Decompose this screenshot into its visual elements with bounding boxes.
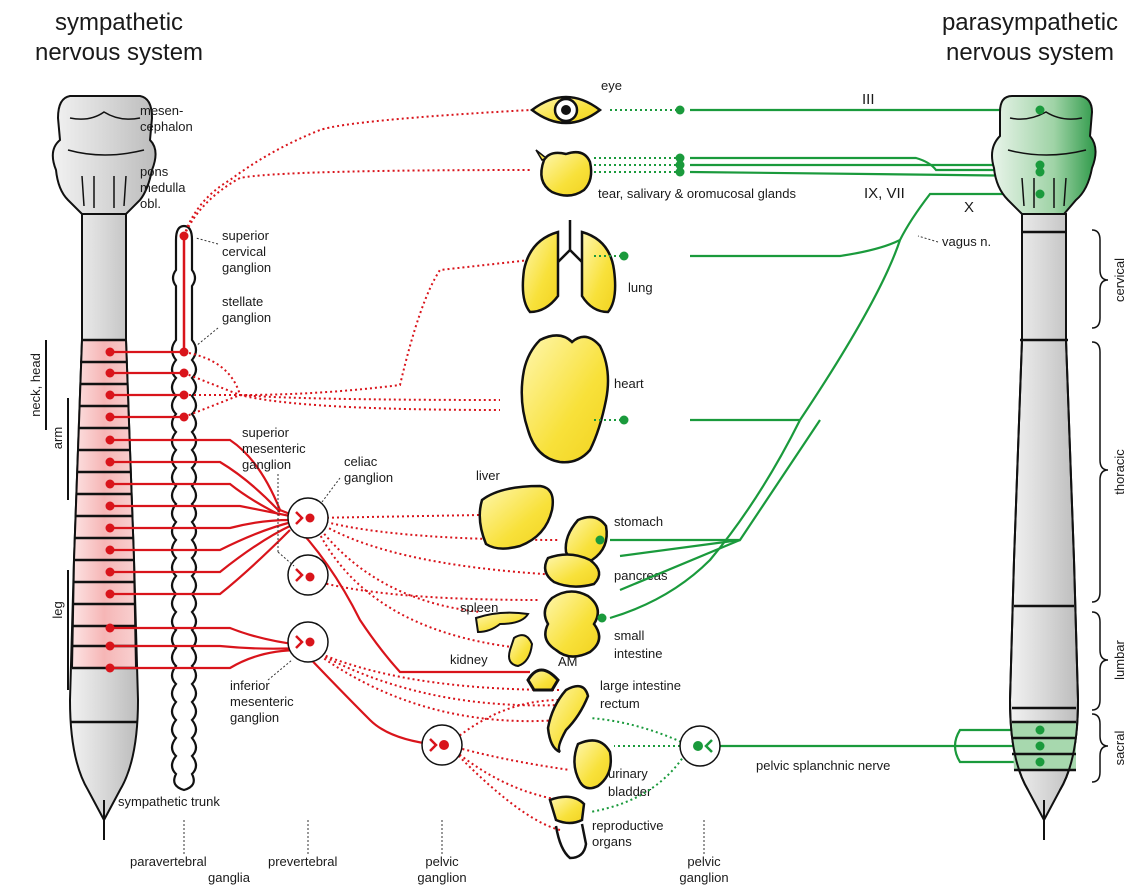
label-pelvic-ganglion-right-2: ganglion (679, 870, 728, 885)
label-large-intestine-1: large intestine (600, 678, 681, 693)
spinal-region-labels: cervical thoracic lumbar sacral (1112, 258, 1127, 765)
label-bladder-1: urinary (608, 766, 648, 781)
label-pelvic-ganglion-right-1: pelvic (687, 854, 721, 869)
organ-spleen: spleen (460, 600, 528, 632)
label-stellate-1: stellate (222, 294, 263, 309)
body-region-markers: neck, head arm leg (28, 340, 68, 690)
pelvic-ganglion-parasympathetic (680, 726, 720, 766)
label-inferior-mesenteric-2: mesenteric (230, 694, 294, 709)
label-nerve-iii: III (862, 91, 875, 108)
organ-lung: lung (523, 220, 653, 312)
label-kidney: kidney (450, 652, 488, 667)
label-ganglia: ganglia (208, 870, 251, 885)
label-small-intestine-1: small (614, 628, 644, 643)
label-spleen: spleen (460, 600, 498, 615)
sympathetic-trunk (172, 226, 196, 790)
label-pelvic-ganglion-left-2: ganglion (417, 870, 466, 885)
parasympathetic-ganglion-dots (596, 106, 685, 623)
label-mesencephalon-1: mesen- (140, 103, 183, 118)
parasympathetic-preganglionic-fibers (610, 110, 1040, 762)
organ-heart: heart (522, 335, 644, 462)
organ-reproductive: reproductive organs (550, 797, 664, 858)
label-heart: heart (614, 376, 644, 391)
label-medulla: medulla (140, 180, 186, 195)
label-superior-mesenteric-1: superior (242, 425, 290, 440)
organ-kidney: kidney (450, 635, 532, 667)
label-vagus: vagus n. (942, 234, 991, 249)
label-prevertebral: prevertebral (268, 854, 337, 869)
parasympathetic-title-line2: nervous system (946, 39, 1114, 66)
label-superior-cervical-1: superior (222, 228, 270, 243)
organ-small-intestine: small intestine (545, 591, 663, 661)
label-pelvic-splanchnic: pelvic splanchnic nerve (756, 758, 890, 773)
label-pelvic-ganglion-left-1: pelvic (425, 854, 459, 869)
parasympathetic-title: parasympathetic nervous system (942, 9, 1118, 66)
label-large-intestine-2: rectum (600, 696, 640, 711)
region-neck-head: neck, head (28, 353, 43, 417)
label-glands: tear, salivary & oromucosal glands (598, 186, 796, 201)
organ-pancreas: pancreas (545, 554, 668, 586)
label-inferior-mesenteric-3: ganglion (230, 710, 279, 725)
organ-large-intestine: large intestine rectum (548, 678, 681, 752)
celiac-ganglion (288, 498, 328, 538)
region-thoracic: thoracic (1112, 449, 1127, 495)
organ-adrenal-medulla: AM (528, 654, 578, 690)
label-am: AM (558, 654, 578, 669)
inferior-mesenteric-ganglion (288, 622, 328, 662)
label-sympathetic-trunk: sympathetic trunk (118, 794, 220, 809)
parasympathetic-title-line1: parasympathetic (942, 9, 1118, 36)
label-stomach: stomach (614, 514, 663, 529)
label-superior-mesenteric-2: mesenteric (242, 441, 306, 456)
label-small-intestine-2: intestine (614, 646, 662, 661)
label-pons: pons (140, 164, 169, 179)
region-arm: arm (50, 427, 65, 449)
label-paravertebral: paravertebral (130, 854, 207, 869)
organ-urinary-bladder: urinary bladder (574, 740, 652, 799)
label-reproductive-1: reproductive (592, 818, 664, 833)
label-inferior-mesenteric-1: inferior (230, 678, 270, 693)
label-reproductive-2: organs (592, 834, 632, 849)
label-superior-cervical-3: ganglion (222, 260, 271, 275)
label-celiac-1: celiac (344, 454, 378, 469)
region-lumbar: lumbar (1112, 639, 1127, 679)
bottom-labels: sympathetic trunk paravertebral ganglia … (118, 794, 729, 885)
sympathetic-title: sympathetic nervous system (35, 9, 203, 66)
label-celiac-2: ganglion (344, 470, 393, 485)
label-lung: lung (628, 280, 653, 295)
pelvic-ganglion-sympathetic (422, 725, 462, 765)
label-bladder-2: bladder (608, 784, 652, 799)
region-sacral: sacral (1112, 731, 1127, 766)
spinal-region-braces (1092, 230, 1108, 782)
label-eye: eye (601, 78, 622, 93)
label-superior-cervical-2: cervical (222, 244, 266, 259)
region-leg: leg (50, 601, 65, 618)
sympathetic-title-line2: nervous system (35, 39, 203, 66)
organ-liver: liver (476, 468, 553, 549)
superior-mesenteric-ganglion (288, 555, 328, 595)
organ-eye: eye (532, 78, 622, 123)
label-stellate-2: ganglion (222, 310, 271, 325)
label-obl: obl. (140, 196, 161, 211)
region-cervical: cervical (1112, 258, 1127, 302)
label-mesencephalon-2: cephalon (140, 119, 193, 134)
label-superior-mesenteric-3: ganglion (242, 457, 291, 472)
label-nerve-x: X (964, 199, 974, 216)
sympathetic-title-line1: sympathetic (55, 9, 183, 36)
label-nerve-ix-vii: IX, VII (864, 185, 905, 202)
label-liver: liver (476, 468, 501, 483)
